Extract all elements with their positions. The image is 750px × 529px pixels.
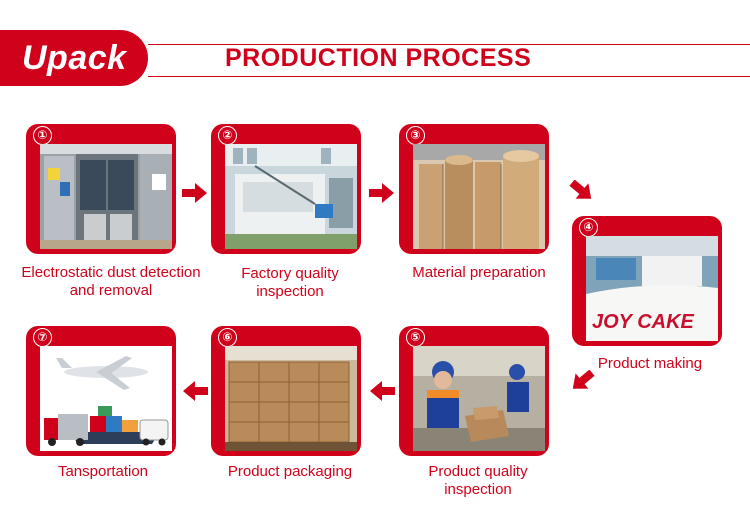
quality-inspection-photo [413,346,545,451]
step-card-4: ④ JOY CAKE [572,216,722,346]
step-number-2: ② [218,126,237,145]
step-number-4: ④ [579,218,598,237]
arrow-left-icon [370,381,395,401]
arrow-down-right-icon [569,180,592,199]
step-number-3: ③ [406,126,425,145]
arrow-left-icon [183,381,208,401]
product-making-photo: JOY CAKE [586,236,718,341]
step-card-3: ③ [399,124,549,254]
step-caption-7: Tansportation [57,463,149,480]
step-number-1: ① [33,126,52,145]
step-caption-4: Product making [597,355,703,372]
step-caption-5: Product quality inspection [428,463,528,498]
step-number-5: ⑤ [406,328,425,347]
step-caption-2: Factory quality inspection [241,265,339,300]
step-caption-6: Product packaging [227,463,353,480]
step-card-5: ⑤ [399,326,549,456]
arrow-down-left-icon [572,370,595,389]
dust-removal-photo [40,144,172,249]
step-number-6: ⑥ [218,328,237,347]
step-card-7: ⑦ [26,326,176,456]
step-caption-1: Electrostatic dust detection and removal [21,264,201,299]
header-divider-top [148,44,750,45]
factory-inspection-photo [225,144,357,249]
step-caption-3: Material preparation [412,264,546,281]
step-number-7: ⑦ [33,328,52,347]
step-card-6: ⑥ [211,326,361,456]
brand-logo: Upack [0,30,148,86]
page-title: PRODUCTION PROCESS [225,44,532,72]
packaging-boxes-photo [225,346,357,451]
roll-print-text: JOY CAKE [592,311,695,333]
step-card-2: ② [211,124,361,254]
transportation-photo [40,346,172,451]
arrow-right-icon [369,183,394,203]
header-divider-bottom [148,76,750,77]
arrow-right-icon [182,183,207,203]
step-card-1: ① [26,124,176,254]
material-rolls-photo [413,144,545,249]
